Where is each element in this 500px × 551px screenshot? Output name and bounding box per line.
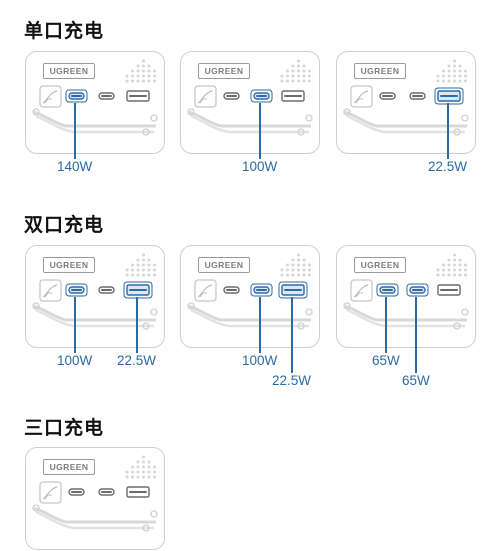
- charger-single-3: UGREEN: [336, 51, 476, 154]
- usb-c1-port: [378, 92, 396, 100]
- leader-line: [74, 297, 76, 353]
- usb-c2-port: [97, 92, 115, 100]
- section-title-triple: 三口充电: [24, 417, 105, 439]
- charger-dual-3: UGREEN: [336, 245, 476, 348]
- leader-line: [259, 103, 261, 159]
- usb-c1-port: [67, 92, 85, 100]
- dot-pattern-icon: [125, 59, 156, 83]
- dot-pattern-icon: [280, 59, 311, 83]
- usb-a-port: [281, 90, 305, 102]
- display-screen-icon: [39, 279, 62, 302]
- charger-triple-1: UGREEN: [25, 447, 165, 550]
- display-screen-icon: [39, 481, 62, 504]
- port-highlight: [278, 281, 308, 299]
- port-highlight: [250, 89, 272, 103]
- usb-c2-port: [252, 92, 270, 100]
- wattage-label: 100W: [57, 353, 93, 368]
- section-title-single: 单口充电: [24, 20, 105, 42]
- usb-a-port: [437, 90, 461, 102]
- wattage-label: 22.5W: [272, 373, 312, 388]
- usb-c1-port: [378, 286, 396, 294]
- charger-single-1: UGREEN: [25, 51, 165, 154]
- leader-line: [136, 297, 138, 353]
- brand-logo: UGREEN: [354, 63, 406, 79]
- port-highlight: [434, 87, 464, 105]
- brand-logo: UGREEN: [43, 257, 95, 273]
- leader-line: [74, 103, 76, 159]
- usb-c1-port: [67, 286, 85, 294]
- usb-a-port: [437, 284, 461, 296]
- usb-c2-port: [408, 286, 426, 294]
- usb-a-port: [126, 486, 150, 498]
- port-highlight: [376, 283, 398, 297]
- usb-c1-port: [67, 488, 85, 496]
- wattage-label: 22.5W: [117, 353, 157, 368]
- charger-dual-2: UGREEN: [180, 245, 320, 348]
- wattage-label: 65W: [402, 373, 430, 388]
- usb-a-port: [281, 284, 305, 296]
- dot-pattern-icon: [125, 253, 156, 277]
- dot-pattern-icon: [125, 455, 156, 479]
- display-screen-icon: [39, 85, 62, 108]
- section-title-dual: 双口充电: [24, 214, 105, 236]
- leader-line: [291, 297, 293, 373]
- usb-c2-port: [97, 488, 115, 496]
- leader-line: [447, 103, 449, 159]
- usb-c2-port: [408, 92, 426, 100]
- wattage-label: 65W: [372, 353, 400, 368]
- port-highlight: [65, 89, 87, 103]
- wattage-label: 100W: [242, 353, 278, 368]
- charger-single-2: UGREEN: [180, 51, 320, 154]
- port-highlight: [123, 281, 153, 299]
- dot-pattern-icon: [280, 253, 311, 277]
- charger-dual-1: UGREEN: [25, 245, 165, 348]
- display-screen-icon: [194, 85, 217, 108]
- usb-a-port: [126, 90, 150, 102]
- usb-a-port: [126, 284, 150, 296]
- brand-logo: UGREEN: [198, 63, 250, 79]
- usb-c1-port: [222, 92, 240, 100]
- wattage-label: 100W: [242, 159, 278, 174]
- leader-line: [385, 297, 387, 353]
- leader-line: [259, 297, 261, 353]
- dot-pattern-icon: [436, 59, 467, 83]
- port-highlight: [250, 283, 272, 297]
- brand-logo: UGREEN: [43, 63, 95, 79]
- display-screen-icon: [350, 279, 373, 302]
- port-highlight: [65, 283, 87, 297]
- leader-line: [415, 297, 417, 373]
- port-highlight: [406, 283, 428, 297]
- display-screen-icon: [350, 85, 373, 108]
- brand-logo: UGREEN: [354, 257, 406, 273]
- dot-pattern-icon: [436, 253, 467, 277]
- display-screen-icon: [194, 279, 217, 302]
- usb-c2-port: [252, 286, 270, 294]
- brand-logo: UGREEN: [43, 459, 95, 475]
- usb-c2-port: [97, 286, 115, 294]
- brand-logo: UGREEN: [198, 257, 250, 273]
- wattage-label: 22.5W: [428, 159, 468, 174]
- wattage-label: 140W: [57, 159, 93, 174]
- usb-c1-port: [222, 286, 240, 294]
